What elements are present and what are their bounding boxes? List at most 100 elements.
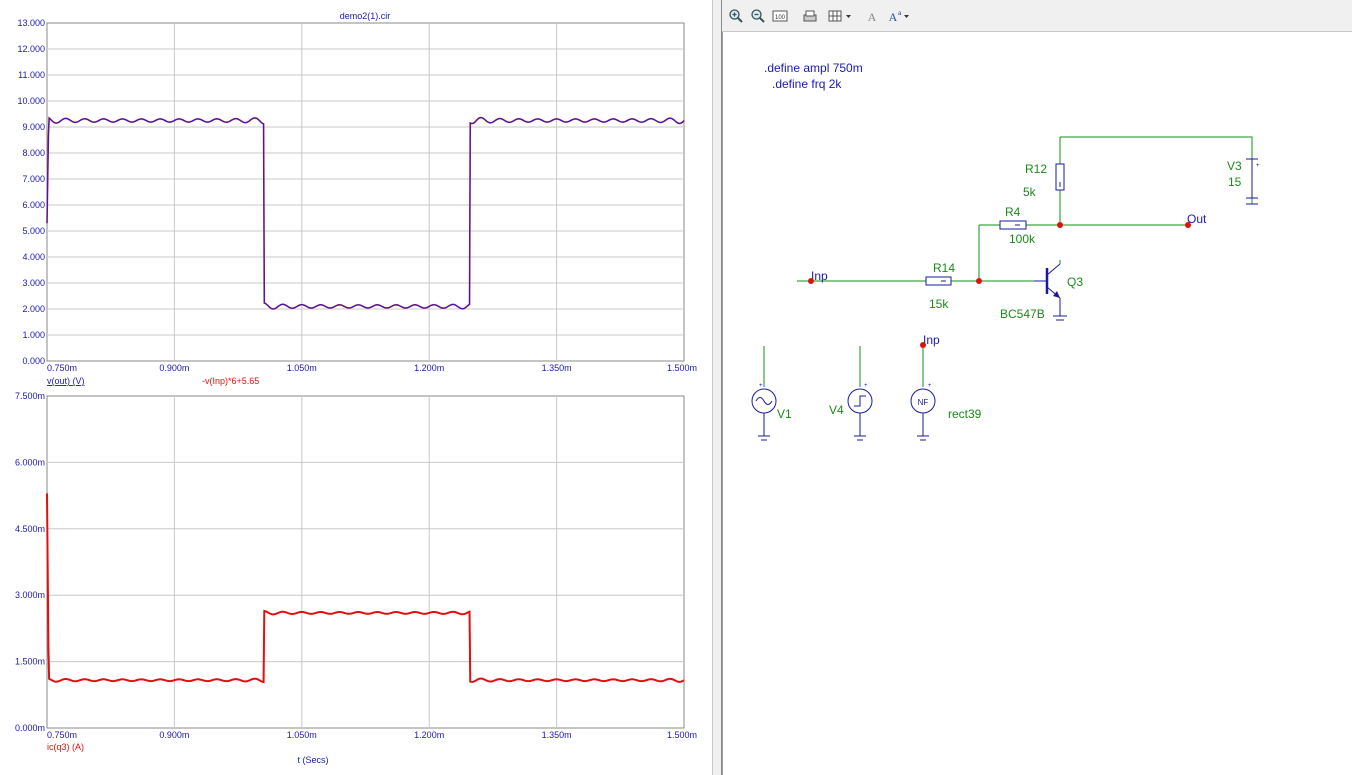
waveform-plot-pane[interactable]: demo2(1).cir 0.000 1.000 2.000 3.000 4.000 5.… [0, 0, 712, 775]
bottom-x-tick-label: 1.350m [542, 730, 572, 740]
top-y-tick-label: 9.000 [22, 122, 45, 132]
top-y-tick-label: 5.000 [22, 226, 45, 236]
x-axis-label: t (Secs) [297, 755, 328, 765]
bottom-x-tick-labels: 0.750m 0.900m 1.050m 1.200m 1.350m 1.500m [47, 730, 697, 740]
net-label-inp-source[interactable]: Inp [923, 333, 940, 347]
top-x-tick-label: 0.900m [159, 363, 189, 373]
r14-name: R14 [933, 261, 955, 275]
top-x-tick-label: 1.500m [667, 363, 697, 373]
top-y-tick-label: 0.000 [22, 356, 45, 366]
trace-label-vout[interactable]: v(out) (V) [47, 376, 85, 386]
transistor-q3[interactable]: Q3 BC547B [1000, 263, 1083, 321]
svg-text:A: A [889, 10, 898, 24]
r14-value: 15k [929, 297, 949, 311]
top-y-tick-label: 8.000 [22, 148, 45, 158]
r4-value: 100k [1009, 232, 1036, 246]
plot-traces [46, 116, 685, 684]
r12-value: 5k [1023, 185, 1037, 199]
pulse-source-v4[interactable]: + V4 [829, 383, 873, 441]
r12-name: R12 [1025, 162, 1047, 176]
resistor-r4[interactable]: R4 100k [999, 205, 1036, 246]
svg-text:+: + [928, 383, 932, 389]
junction-nodes [808, 222, 1191, 348]
zoom-100-icon[interactable]: 100 [770, 6, 790, 26]
sine-source-v1[interactable]: + V1 [751, 383, 792, 441]
svg-text:+: + [759, 383, 763, 389]
zoom-in-icon[interactable] [726, 6, 746, 26]
svg-text:a: a [898, 11, 902, 17]
svg-text:100: 100 [775, 15, 786, 21]
bottom-y-tick-label: 4.500m [15, 524, 45, 534]
bottom-y-tick-label: 7.500m [15, 391, 45, 401]
trace-label-icq3[interactable]: ic(q3) (A) [47, 742, 84, 752]
bottom-y-tick-label: 0.000m [15, 723, 45, 733]
top-y-tick-label: 6.000 [22, 200, 45, 210]
bottom-x-tick-label: 0.750m [47, 730, 77, 740]
top-y-tick-label: 13.000 [17, 18, 45, 28]
top-y-tick-label: 11.000 [18, 70, 45, 80]
svg-text:A: A [868, 10, 877, 24]
v3-name: V3 [1227, 159, 1242, 173]
rect39-symbol-text: NF [918, 398, 929, 407]
bottom-y-tick-label: 3.000m [15, 590, 45, 600]
waveform-plot: demo2(1).cir 0.000 1.000 2.000 3.000 4.000 5.… [15, 11, 697, 765]
wires [763, 136, 1253, 387]
top-plot-frame [46, 22, 685, 362]
bottom-plot-frame [46, 395, 685, 729]
top-plot-grid [46, 22, 685, 362]
bottom-y-tick-label: 6.000m [15, 457, 45, 467]
pane-splitter[interactable] [712, 0, 722, 775]
top-y-tick-label: 7.000 [22, 174, 45, 184]
bottom-y-tick-labels: 0.000m 1.500m 3.000m 4.500m 6.000m 7.500m [15, 391, 45, 733]
trace-vout [46, 117, 685, 310]
top-x-tick-label: 1.200m [414, 363, 444, 373]
net-label-out[interactable]: Out [1187, 212, 1207, 226]
top-x-tick-label: 1.350m [542, 363, 572, 373]
grid-icon[interactable] [826, 6, 856, 26]
v1-name: V1 [777, 407, 792, 421]
bottom-x-tick-label: 1.050m [287, 730, 317, 740]
define-frq[interactable]: .define frq 2k [772, 77, 842, 91]
bottom-y-tick-label: 1.500m [15, 657, 45, 667]
top-x-tick-label: 0.750m [47, 363, 77, 373]
svg-text:+: + [1256, 163, 1260, 169]
trace-vinp [46, 116, 685, 310]
top-y-tick-label: 1.000 [22, 330, 45, 340]
top-y-tick-label: 10.000 [17, 96, 45, 106]
q3-model: BC547B [1000, 307, 1045, 321]
r4-name: R4 [1005, 205, 1021, 219]
svg-text:+: + [864, 383, 868, 389]
circuit-schematic: .define ampl 750m .define frq 2k [751, 61, 1260, 441]
text-icon[interactable]: A [862, 6, 882, 26]
schematic-canvas[interactable]: .define ampl 750m .define frq 2k [722, 32, 1352, 775]
plot-title: demo2(1).cir [340, 11, 391, 21]
bottom-plot-grid [46, 395, 685, 729]
v4-name: V4 [829, 403, 844, 417]
nf-source-rect39[interactable]: NF + rect39 [910, 383, 982, 441]
top-x-tick-label: 1.050m [287, 363, 317, 373]
top-x-tick-labels: 0.750m 0.900m 1.050m 1.200m 1.350m 1.500m [47, 363, 697, 373]
battery-v3[interactable]: + V3 15 [1227, 158, 1260, 205]
v3-value: 15 [1228, 175, 1242, 189]
trace-icq3 [46, 493, 685, 684]
bottom-x-tick-label: 1.500m [667, 730, 697, 740]
rect39-name: rect39 [948, 407, 982, 421]
top-y-tick-label: 12.000 [17, 44, 45, 54]
print-icon[interactable] [800, 6, 820, 26]
bottom-x-tick-label: 0.900m [159, 730, 189, 740]
q3-name: Q3 [1067, 275, 1083, 289]
resistor-r14[interactable]: R14 15k [925, 261, 955, 311]
resistor-r12[interactable]: R12 5k [1023, 162, 1065, 199]
top-y-tick-label: 2.000 [22, 304, 45, 314]
bottom-x-tick-label: 1.200m [414, 730, 444, 740]
trace-label-vinp[interactable]: -v(Inp)*6+5.65 [202, 376, 259, 386]
zoom-out-icon[interactable] [748, 6, 768, 26]
top-y-tick-label: 3.000 [22, 278, 45, 288]
net-label-inp[interactable]: Inp [811, 269, 828, 283]
top-y-tick-label: 4.000 [22, 252, 45, 262]
top-y-tick-labels: 0.000 1.000 2.000 3.000 4.000 5.000 6.000 7.000… [17, 18, 45, 366]
define-ampl[interactable]: .define ampl 750m [764, 61, 863, 75]
